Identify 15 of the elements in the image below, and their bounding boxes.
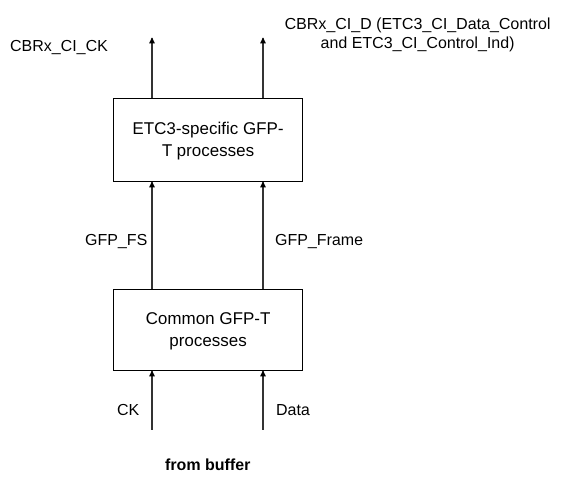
edge-label: CBRx_CI_D (ETC3_CI_Data_Control and ETC3_CI_Control_Ind) bbox=[284, 15, 552, 53]
edge-label: CK bbox=[117, 401, 140, 420]
source-note: from buffer bbox=[165, 457, 250, 475]
arrow bbox=[260, 370, 266, 430]
arrow bbox=[149, 37, 155, 98]
edge-label: CBRx_CI_CK bbox=[10, 37, 109, 56]
arrow bbox=[260, 37, 266, 98]
arrow bbox=[260, 181, 266, 289]
arrow bbox=[149, 370, 155, 430]
arrow bbox=[149, 181, 155, 289]
process-box: Common GFP-T processes bbox=[113, 289, 303, 371]
edge-label: Data bbox=[276, 401, 311, 420]
edge-label: GFP_FS bbox=[85, 231, 147, 250]
process-box: ETC3-specific GFP-T processes bbox=[113, 98, 303, 182]
edge-label: GFP_Frame bbox=[275, 231, 364, 250]
